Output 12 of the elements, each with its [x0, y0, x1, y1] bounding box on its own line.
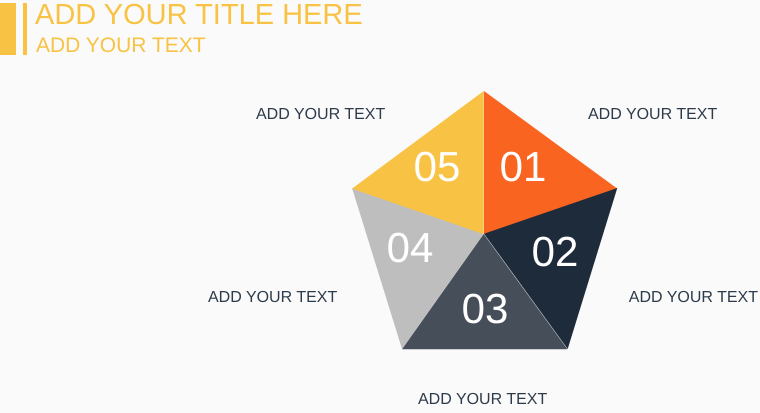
subtitle-text: ADD YOUR TEXT [36, 35, 206, 56]
segment-caption: ADD YOUR TEXT [588, 107, 718, 123]
segment-number: 01 [500, 146, 546, 188]
segment-caption: ADD YOUR TEXT [628, 290, 758, 306]
title-text: ADD YOUR TITLE HERE [35, 1, 363, 30]
segment-caption: ADD YOUR TEXT [208, 290, 338, 306]
segment-number: 05 [414, 146, 460, 188]
segment-caption: ADD YOUR TEXT [256, 107, 386, 123]
segment-number: 04 [386, 226, 434, 269]
segment-caption: ADD YOUR TEXT [418, 392, 548, 408]
segment-number: 03 [462, 288, 508, 330]
segment-number: 02 [532, 230, 578, 273]
